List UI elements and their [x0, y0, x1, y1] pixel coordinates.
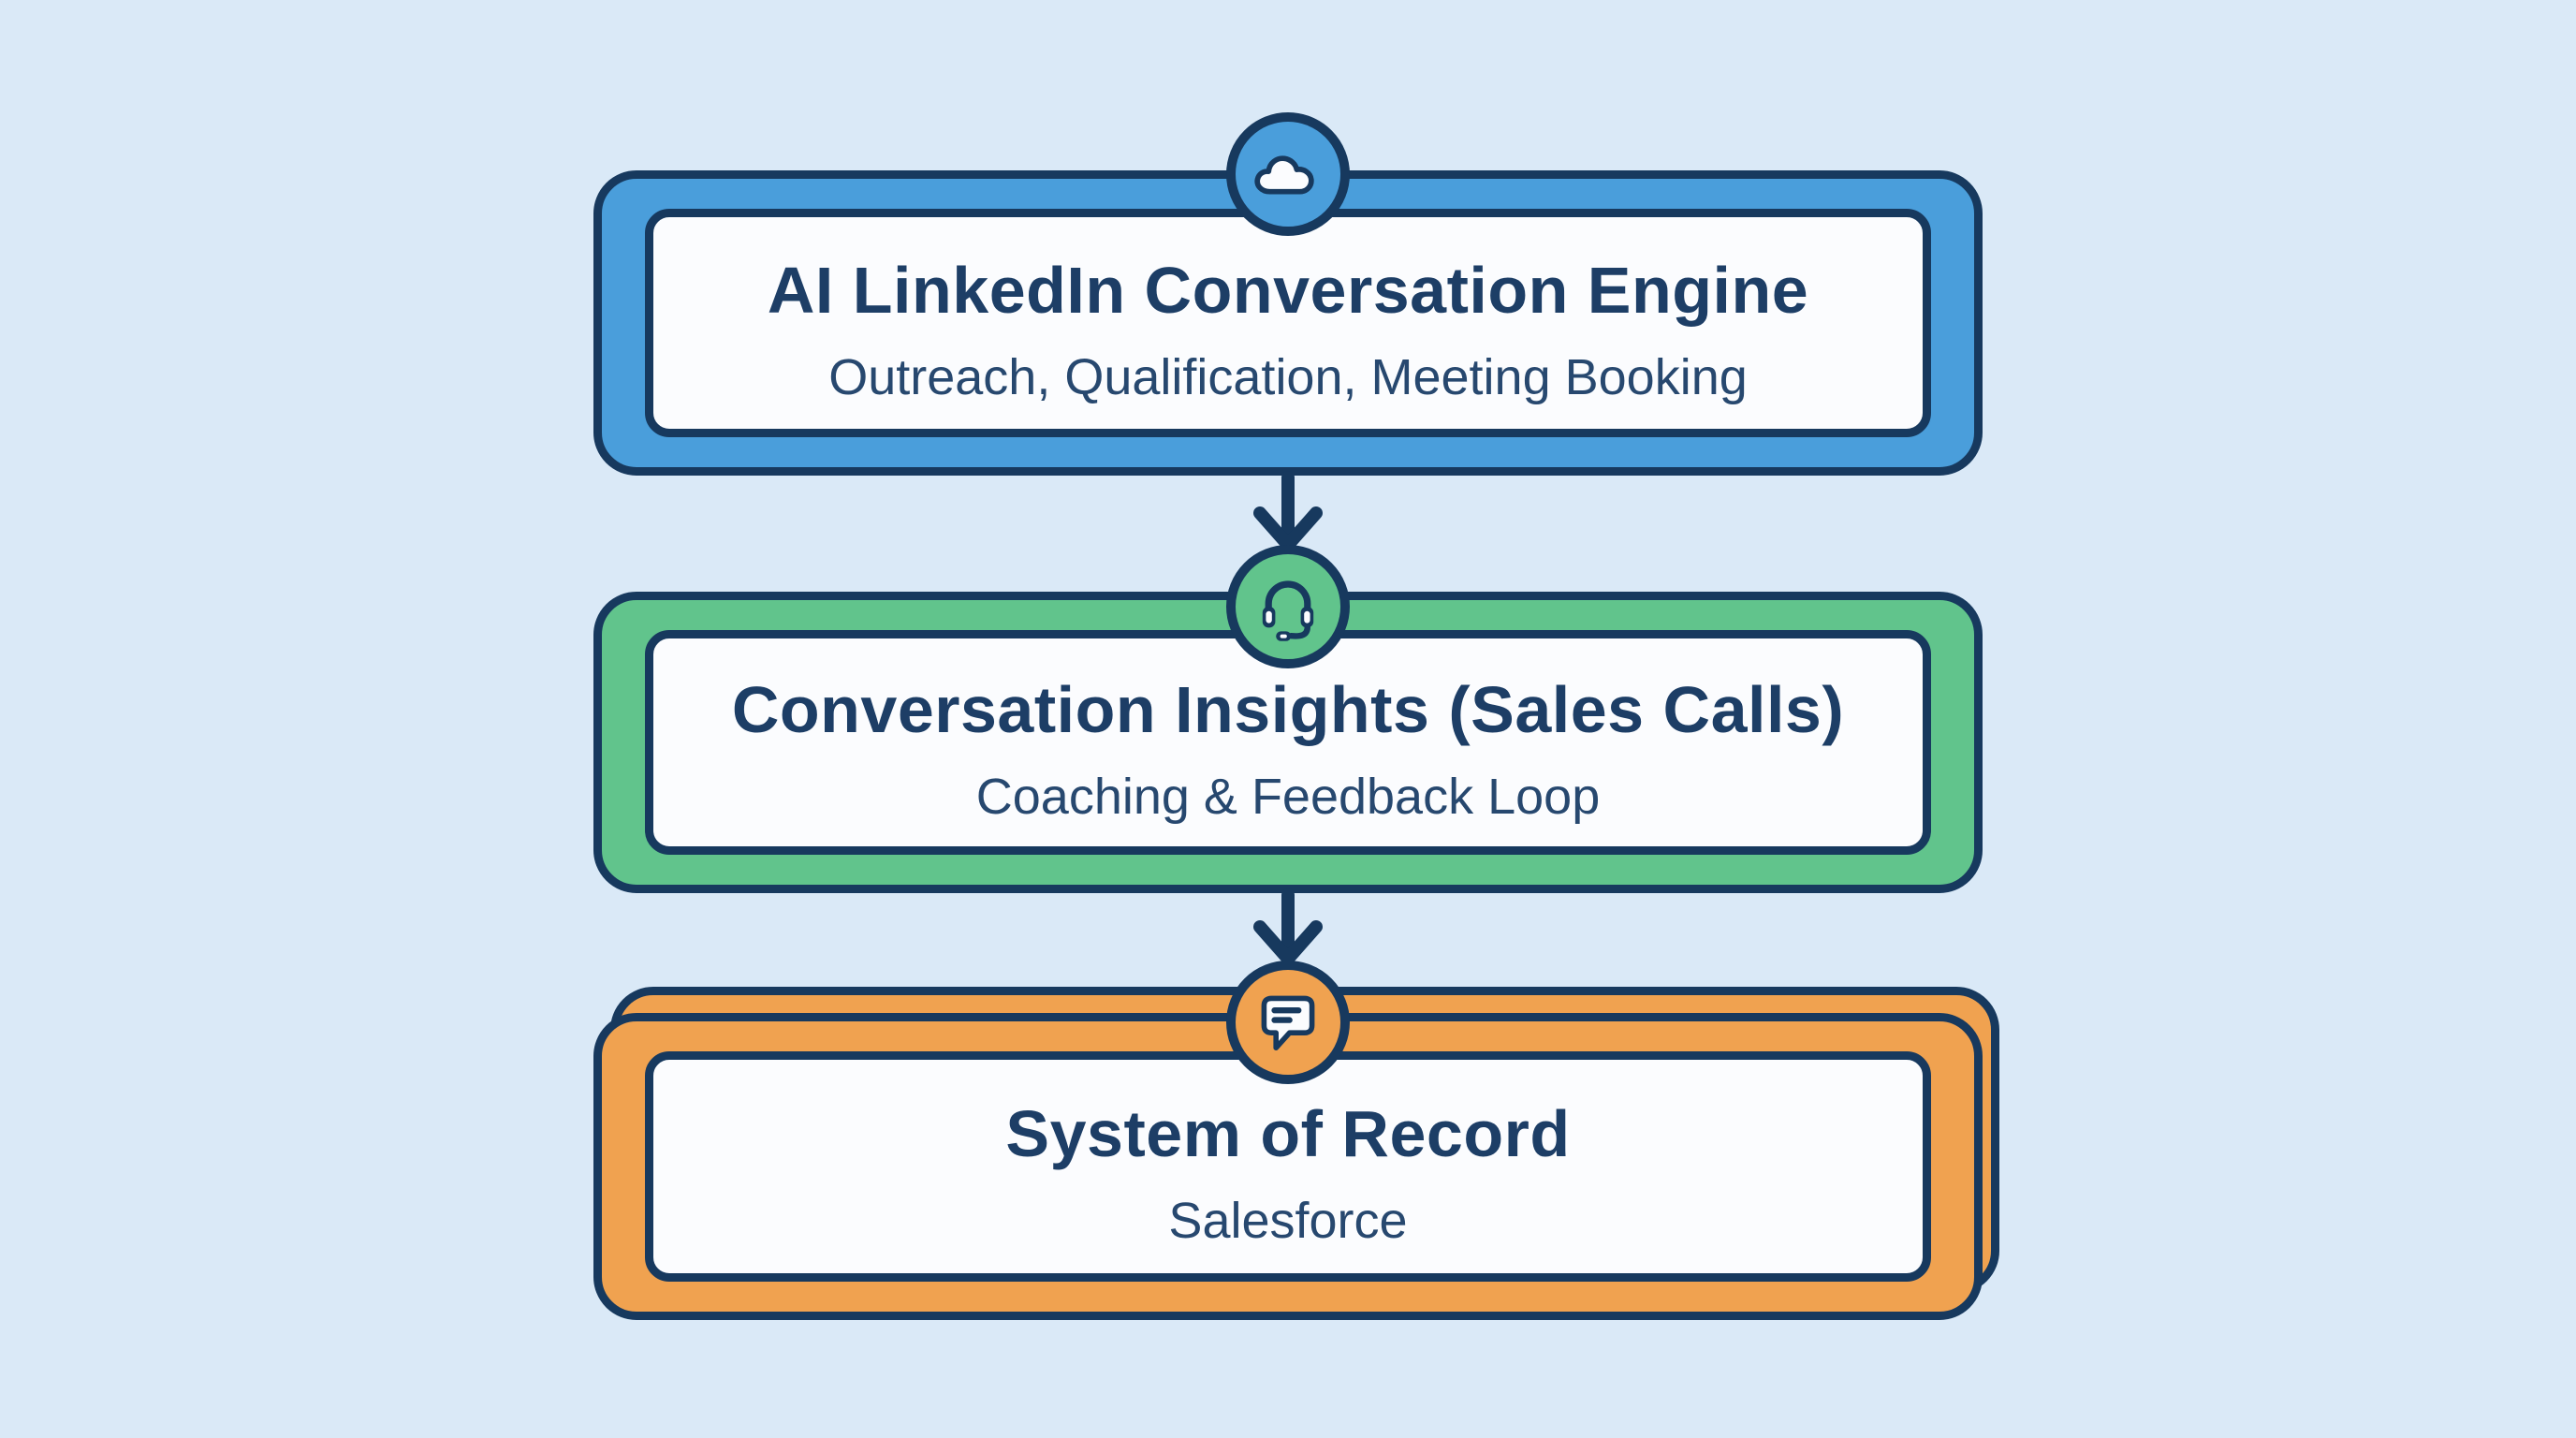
box-linkedin-engine-panel: AI LinkedIn Conversation Engine Outreach… [645, 209, 1931, 437]
cloud-icon [1226, 112, 1350, 236]
arrow-down-2 [1253, 888, 1323, 965]
arrow-down-1 [1253, 471, 1323, 551]
box-subtitle: Salesforce [1168, 1192, 1408, 1249]
box-subtitle: Coaching & Feedback Loop [975, 768, 1601, 825]
box-title: Conversation Insights (Sales Calls) [731, 673, 1845, 747]
box-system-of-record-panel: System of Record Salesforce [645, 1051, 1931, 1282]
headset-icon [1226, 545, 1350, 668]
box-subtitle: Outreach, Qualification, Meeting Booking [828, 348, 1748, 405]
box-title: System of Record [1005, 1097, 1571, 1171]
chat-bubble-icon [1226, 961, 1350, 1084]
chat-bubble-glyph [1261, 995, 1315, 1050]
headset-glyph [1262, 580, 1314, 641]
cloud-glyph [1254, 155, 1314, 195]
box-title: AI LinkedIn Conversation Engine [767, 254, 1809, 328]
